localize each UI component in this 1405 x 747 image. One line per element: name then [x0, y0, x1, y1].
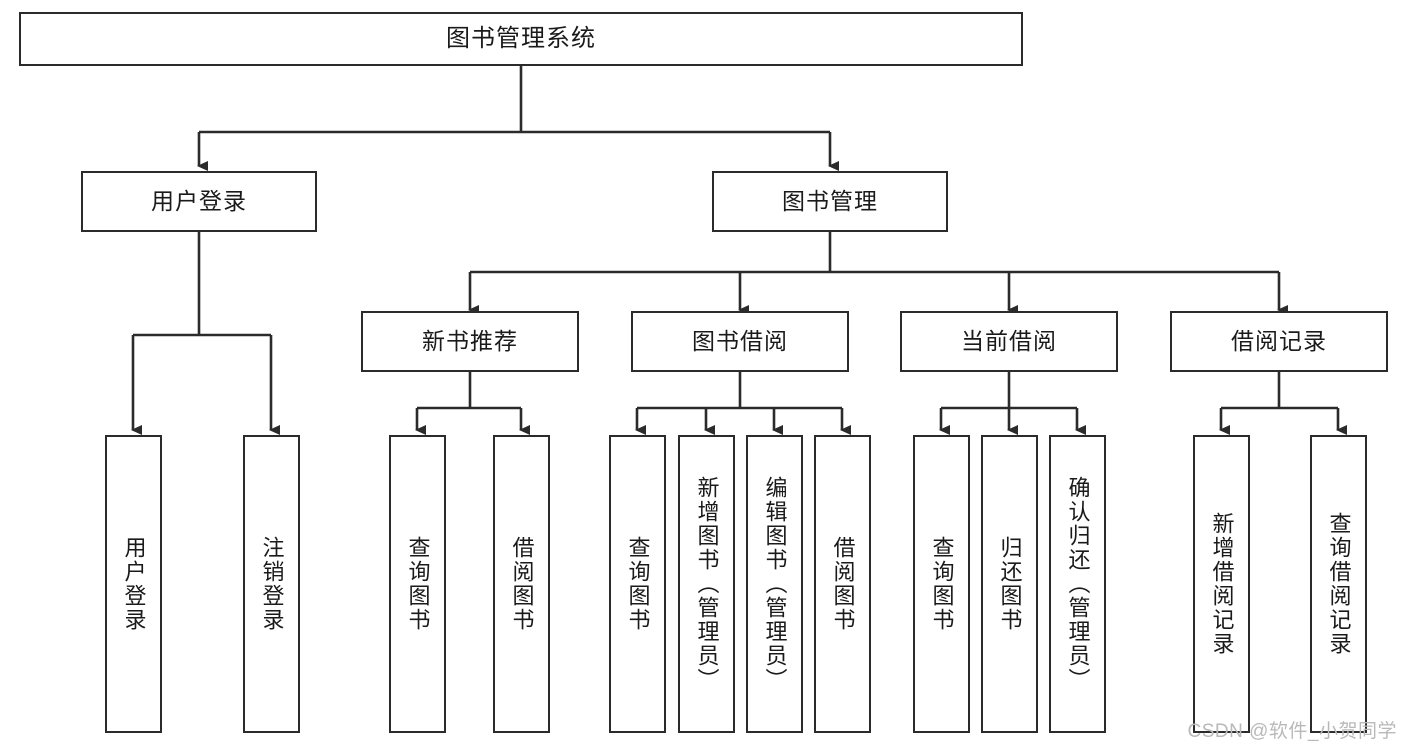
leaf-bb-edit-book-label: 编辑图书（管理员） — [762, 476, 788, 692]
leaf-logout[interactable]: 注销登录 — [243, 435, 300, 733]
node-current-borrow[interactable]: 当前借阅 — [900, 311, 1118, 372]
leaf-nb-query-book[interactable]: 查询图书 — [389, 435, 446, 733]
node-borrow-record-label: 借阅记录 — [1231, 327, 1327, 354]
leaf-cb-confirm-return-label: 确认归还（管理员） — [1065, 476, 1091, 692]
leaf-nb-borrow-book-label: 借阅图书 — [509, 536, 535, 632]
node-current-borrow-label: 当前借阅 — [961, 327, 1057, 354]
leaf-br-add-record-label: 新增借阅记录 — [1209, 512, 1235, 656]
leaf-cb-query-book[interactable]: 查询图书 — [913, 435, 970, 733]
node-root-book-management-system[interactable]: 图书管理系统 — [19, 12, 1023, 66]
leaf-bb-add-book-label: 新增图书（管理员） — [694, 476, 720, 692]
node-root-label: 图书管理系统 — [446, 24, 596, 52]
node-borrow-record[interactable]: 借阅记录 — [1170, 311, 1388, 372]
leaf-bb-edit-book[interactable]: 编辑图书（管理员） — [746, 435, 803, 733]
leaf-cb-return-book[interactable]: 归还图书 — [981, 435, 1038, 733]
node-book-management-label: 图书管理 — [782, 187, 878, 214]
leaf-bb-add-book[interactable]: 新增图书（管理员） — [678, 435, 735, 733]
node-book-management[interactable]: 图书管理 — [712, 171, 948, 232]
node-user-login[interactable]: 用户登录 — [81, 171, 317, 232]
leaf-bb-borrow-book-label: 借阅图书 — [830, 536, 856, 632]
node-user-login-label: 用户登录 — [151, 187, 247, 214]
leaf-logout-label: 注销登录 — [259, 536, 285, 632]
node-new-book-recommend-label: 新书推荐 — [422, 327, 518, 354]
leaf-br-add-record[interactable]: 新增借阅记录 — [1193, 435, 1250, 733]
node-book-borrow[interactable]: 图书借阅 — [631, 311, 849, 372]
leaf-bb-query-book-label: 查询图书 — [625, 536, 651, 632]
leaf-bb-borrow-book[interactable]: 借阅图书 — [814, 435, 871, 733]
leaf-br-query-record-label: 查询借阅记录 — [1326, 512, 1352, 656]
leaf-br-query-record[interactable]: 查询借阅记录 — [1310, 435, 1367, 733]
leaf-nb-borrow-book[interactable]: 借阅图书 — [493, 435, 550, 733]
leaf-bb-query-book[interactable]: 查询图书 — [609, 435, 666, 733]
leaf-cb-confirm-return[interactable]: 确认归还（管理员） — [1049, 435, 1106, 733]
node-new-book-recommend[interactable]: 新书推荐 — [361, 311, 579, 372]
leaf-cb-return-book-label: 归还图书 — [997, 536, 1023, 632]
leaf-nb-query-book-label: 查询图书 — [405, 536, 431, 632]
leaf-user-login-label: 用户登录 — [121, 536, 147, 632]
leaf-user-login[interactable]: 用户登录 — [105, 435, 162, 733]
leaf-cb-query-book-label: 查询图书 — [929, 536, 955, 632]
watermark-csdn: CSDN @软件_小贺同学 — [1187, 721, 1397, 742]
node-book-borrow-label: 图书借阅 — [692, 327, 788, 354]
